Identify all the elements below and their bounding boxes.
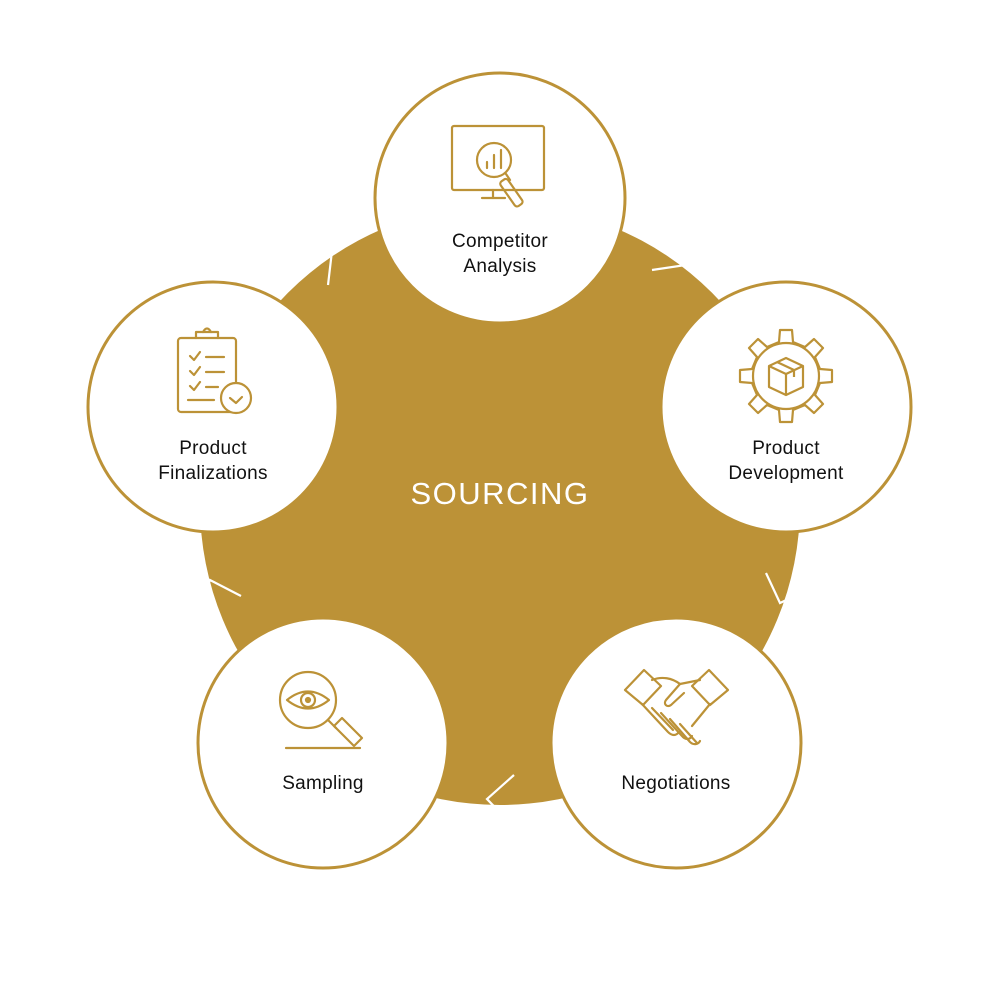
arrow-finalizations-to-competitor xyxy=(299,241,334,286)
arrow-development-to-negotiations xyxy=(765,572,813,605)
node-circle-sampling xyxy=(196,616,450,870)
label-line: Finalizations xyxy=(158,463,268,484)
node-circle-product-development xyxy=(659,280,913,534)
label-line: Analysis xyxy=(463,256,537,277)
label-line: Negotiations xyxy=(621,773,731,794)
label-line: Product xyxy=(752,438,820,459)
node-circle-negotiations xyxy=(549,616,803,870)
center-title: SOURCING xyxy=(410,476,590,511)
label-competitor-analysis: Competitor Analysis xyxy=(390,229,610,279)
arrow-competitor-to-development xyxy=(651,229,688,272)
monitor-chart-magnifier-icon xyxy=(450,124,546,208)
label-product-finalizations: Product Finalizations xyxy=(103,436,323,486)
gear-box-icon xyxy=(738,328,834,424)
clipboard-checklist-clock-icon xyxy=(176,327,253,415)
handshake-icon xyxy=(623,668,730,746)
label-product-development: Product Development xyxy=(676,436,896,486)
label-line: Development xyxy=(728,463,844,484)
eye-magnifier-icon xyxy=(278,670,364,750)
arrow-negotiations-to-sampling xyxy=(485,774,515,826)
label-line: Product xyxy=(179,438,247,459)
arrow-sampling-to-finalizations xyxy=(194,578,242,613)
label-negotiations: Negotiations xyxy=(566,771,786,796)
node-circle-product-finalizations xyxy=(86,280,340,534)
flow-arrows xyxy=(194,229,813,826)
label-line: Sampling xyxy=(282,773,364,794)
label-line: Competitor xyxy=(452,231,548,252)
label-sampling: Sampling xyxy=(213,771,433,796)
